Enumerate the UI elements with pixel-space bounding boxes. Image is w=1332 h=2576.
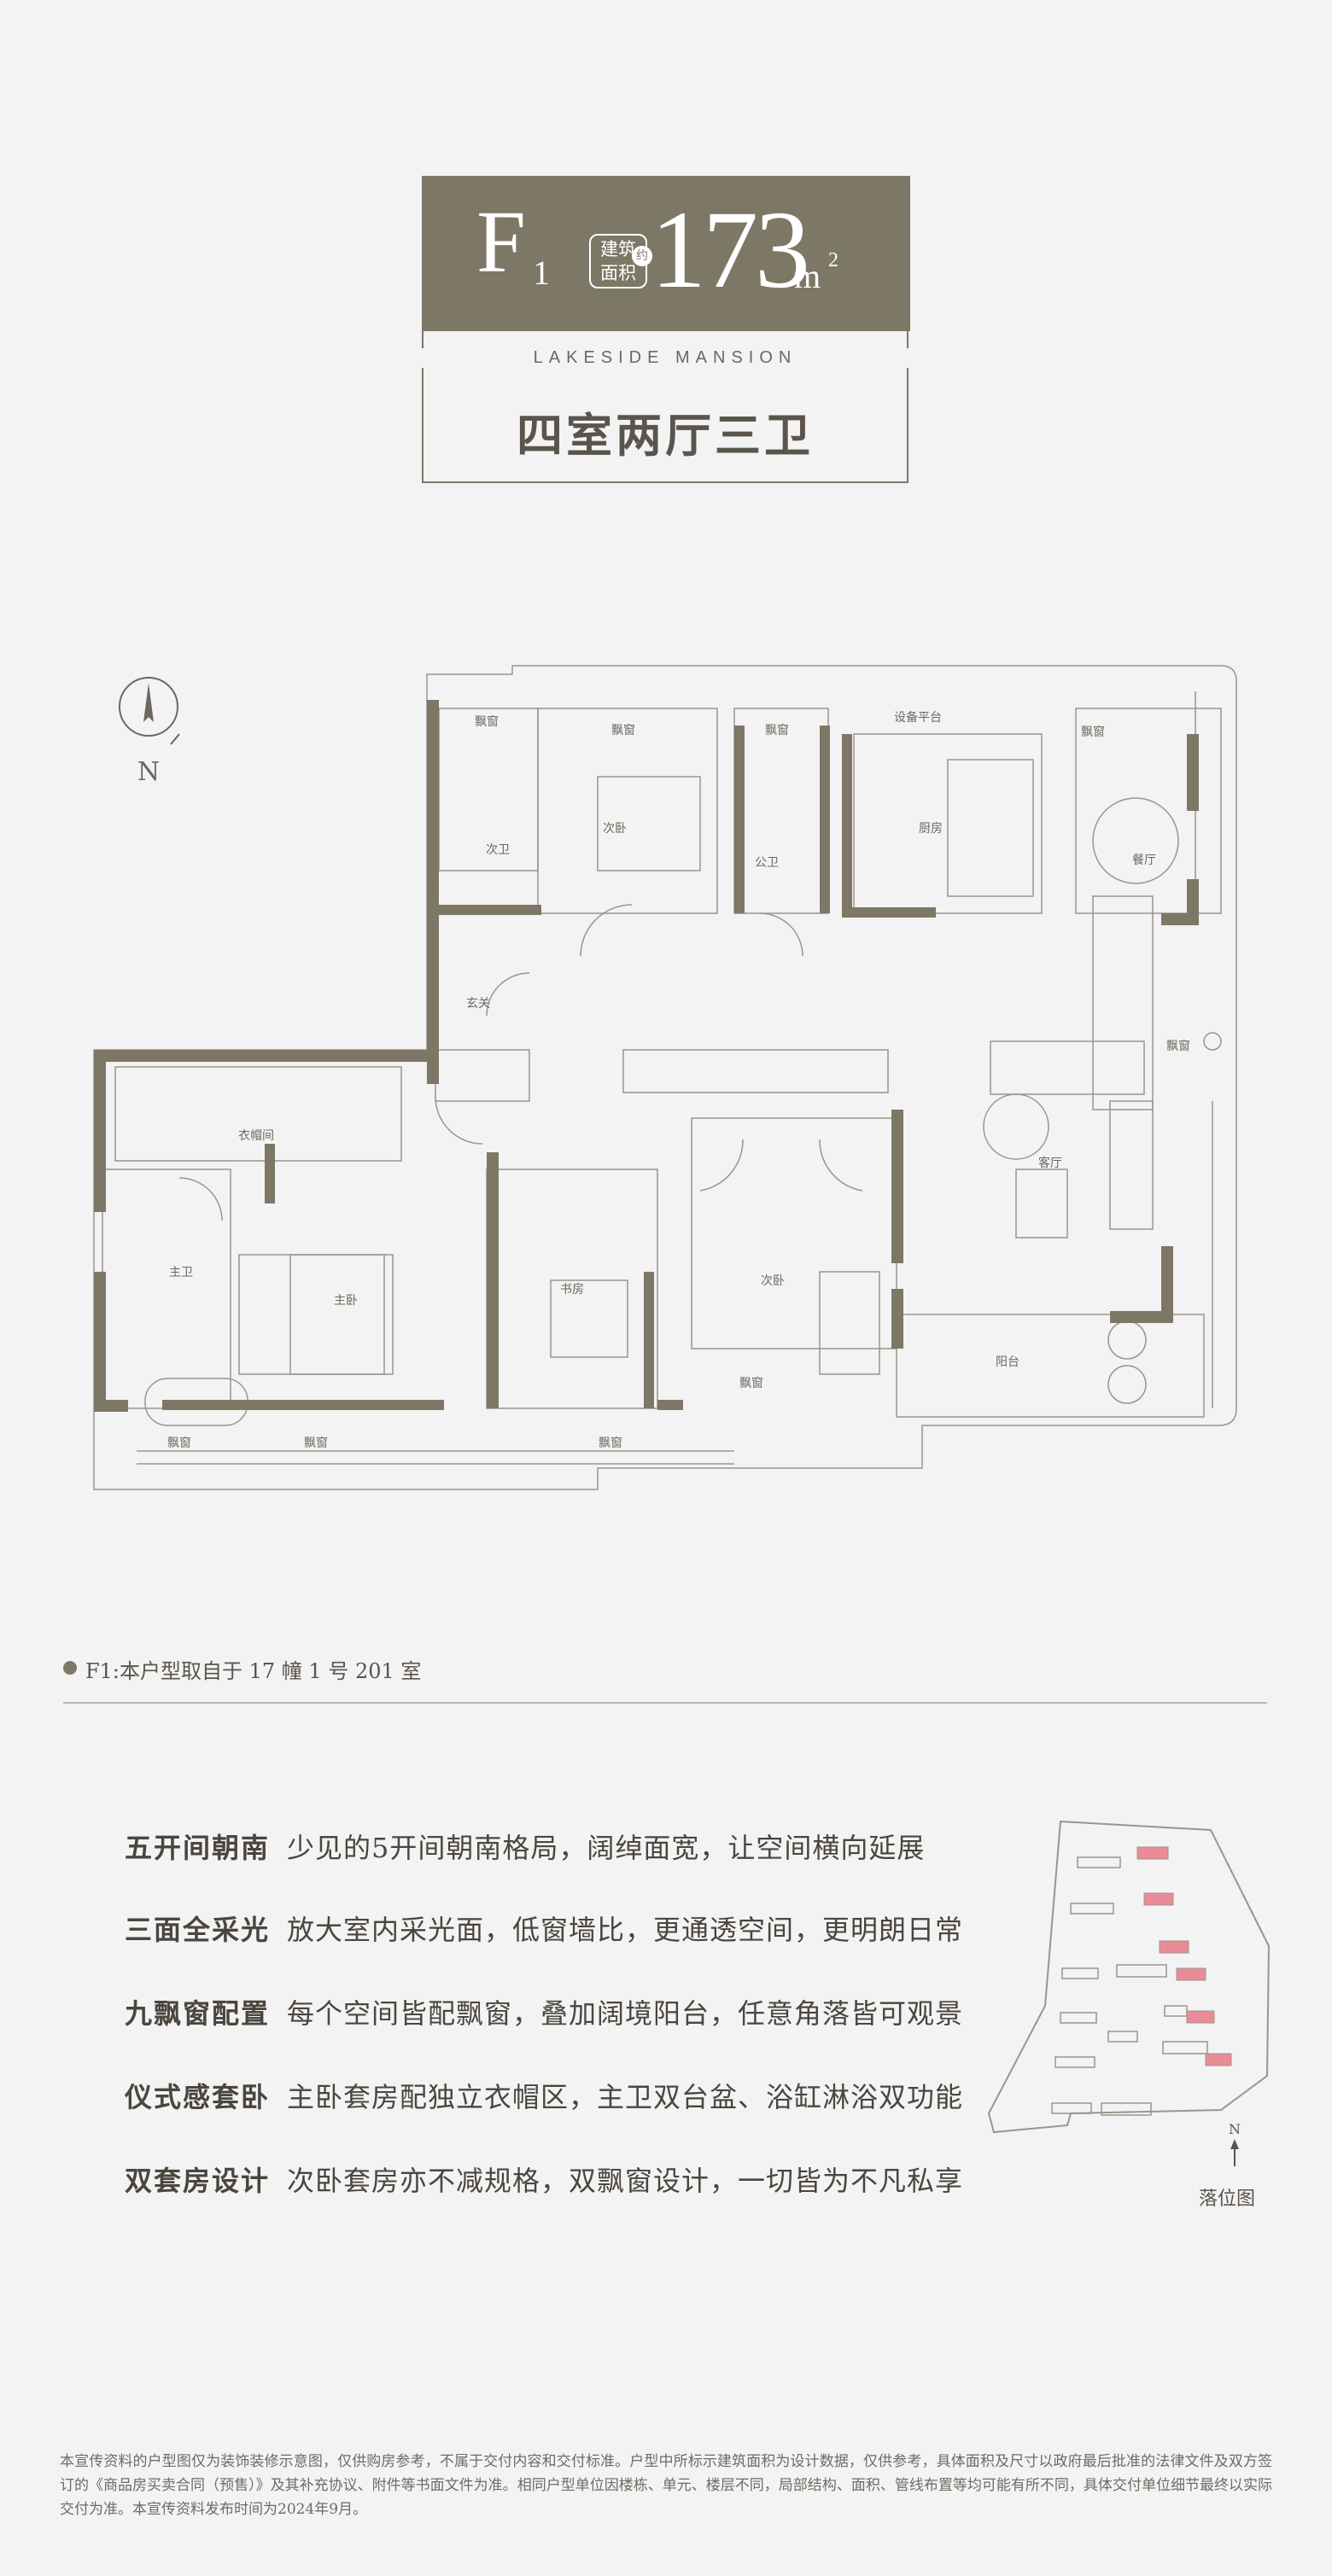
label-bay-window-4: 飘窗 (1081, 725, 1105, 739)
source-note: F1:本户型取自于 17 幢 1 号 201 室 (85, 1659, 422, 1683)
label-master-bath: 主卫 (169, 1266, 193, 1279)
feature-title: 仪式感套卧 (125, 2081, 271, 2113)
label-bay-window-7: 飘窗 (167, 1436, 191, 1450)
label-balcony: 阳台 (996, 1355, 1019, 1369)
label-bay-window-3: 飘窗 (765, 723, 789, 737)
label-secondary-bath: 次卫 (486, 843, 510, 857)
feature-title: 双套房设计 (125, 2165, 271, 2197)
feature-title: 三面全采光 (125, 1914, 271, 1946)
site-north-letter: N (1229, 2121, 1241, 2137)
header-banner (422, 176, 910, 331)
unit-code: F (476, 193, 526, 291)
feature-desc: 放大室内采光面，低窗墙比，更通透空间，更明朗日常 (287, 1914, 964, 1946)
area-unit-sup: 2 (828, 249, 838, 271)
label-equipment-platform: 设备平台 (894, 710, 942, 725)
label-bay-window-8: 飘窗 (304, 1436, 328, 1450)
divider (63, 1702, 1267, 1704)
site-highlight-units (1136, 1846, 1232, 2066)
area-approx-tag: 约 (632, 246, 652, 266)
floor-plan: 飘窗 飘窗 飘窗 飘窗 飘窗 飘窗 飘窗 飘窗 飘窗 次卫 次卧 公卫 设备平台… (93, 665, 1237, 1490)
disclaimer: 本宣传资料的户型图仅为装饰装修示意图，仅供购房参考，不属于交付内容和交付标准。户… (60, 2453, 1272, 2518)
label-secondary-bedroom-1: 次卧 (603, 822, 627, 836)
area-label-line1: 建筑 (600, 239, 636, 259)
label-kitchen: 厨房 (919, 822, 943, 836)
label-study: 书房 (560, 1283, 584, 1297)
label-bay-window-9: 飘窗 (599, 1436, 622, 1450)
feature-desc: 少见的5开间朝南格局，阔绰面宽，让空间横向延展 (287, 1832, 926, 1864)
label-living: 客厅 (1038, 1156, 1062, 1170)
site-map: N (987, 1820, 1271, 2166)
label-bay-window-5: 飘窗 (1166, 1039, 1190, 1053)
compass-letter: N (137, 757, 160, 785)
project-name-en: LAKESIDE MANSION (422, 348, 908, 368)
label-secondary-bedroom-2: 次卧 (761, 1274, 785, 1288)
label-entrance: 玄关 (466, 996, 490, 1011)
layout-title: 四室两厅三卫 (517, 408, 814, 463)
label-bay-window-2: 飘窗 (611, 723, 635, 737)
label-dining: 餐厅 (1132, 854, 1156, 867)
feature-desc: 每个空间皆配飘窗，叠加阔境阳台，任意角落皆可观景 (287, 1997, 964, 2030)
label-bay-window-6: 飘窗 (739, 1376, 763, 1390)
label-cloakroom: 衣帽间 (238, 1129, 274, 1143)
site-map-label: 落位图 (1199, 2188, 1256, 2210)
label-bay-window-1: 飘窗 (475, 714, 499, 729)
feature-title: 九飘窗配置 (125, 1997, 271, 2030)
area-value: 173 (651, 189, 810, 312)
compass-icon: N (119, 677, 180, 785)
feature-title: 五开间朝南 (125, 1832, 271, 1864)
feature-desc: 主卧套房配独立衣帽区，主卫双台盆、浴缸淋浴双功能 (287, 2081, 964, 2113)
area-label-line2: 面积 (600, 263, 636, 283)
label-master-bedroom: 主卧 (334, 1294, 358, 1308)
feature-desc: 次卧套房亦不减规格，双飘窗设计，一切皆为不凡私享 (287, 2165, 964, 2197)
label-public-bath: 公卫 (755, 856, 779, 870)
north-arrow-head-icon (1230, 2139, 1239, 2149)
source-bullet-icon (63, 1661, 77, 1675)
unit-code-sub: 1 (533, 254, 550, 292)
area-label: 建筑 面积 (589, 234, 647, 288)
area-unit: m (794, 257, 821, 295)
site-buildings (1051, 1856, 1208, 2116)
